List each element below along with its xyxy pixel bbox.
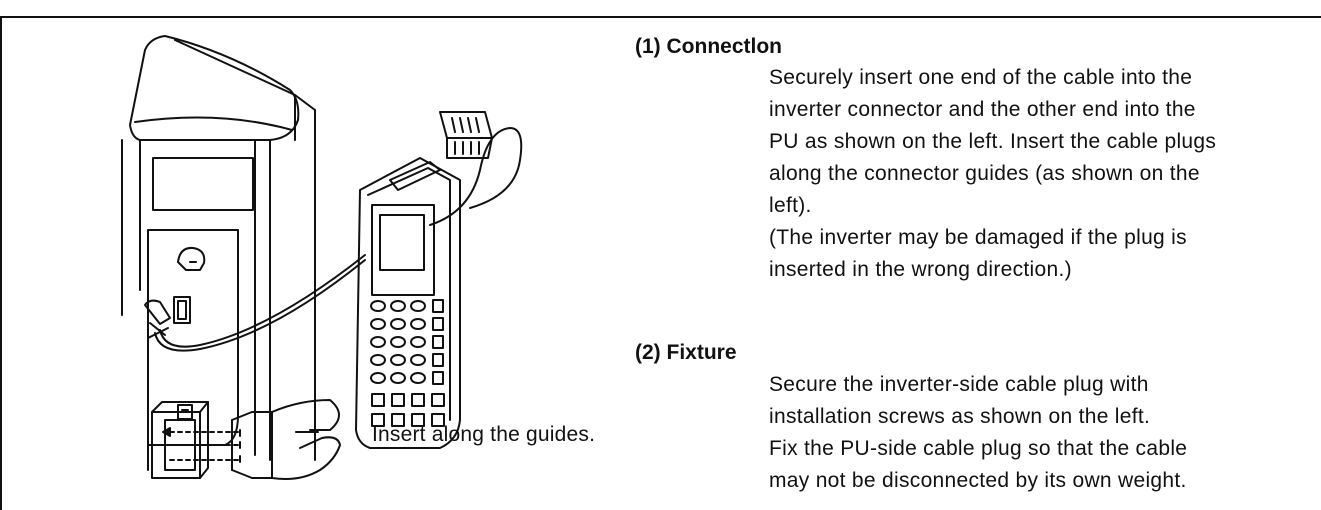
inverter-illustration — [121, 35, 523, 480]
body-line: PU as shown on the left. Insert the cabl… — [769, 130, 1217, 153]
guide-caption: Insert along the guides. — [372, 423, 596, 446]
frame-left-border — [0, 16, 2, 510]
body-line: inserted in the wrong direction.) — [769, 258, 1072, 281]
cable — [159, 254, 366, 348]
body-line: (The inverter may be damaged if the plug… — [769, 226, 1187, 249]
section-fixture-title: (2) Fixture — [635, 341, 737, 364]
parameter-unit — [355, 157, 461, 449]
frame-top-border — [0, 16, 1321, 18]
guide-detail-diagram — [151, 399, 341, 480]
section-connection-title: (1) Connectlon — [635, 35, 782, 58]
body-line: Secure the inverter-side cable plug with — [769, 373, 1149, 396]
body-line: Securely insert one end of the cable int… — [769, 66, 1193, 89]
keypad-keys — [370, 299, 445, 427]
body-line: along the connector guides (as shown on … — [769, 162, 1200, 185]
body-line: left). — [769, 194, 812, 217]
section-connection-body: Securely insert one end of the cable int… — [769, 62, 1319, 286]
section-fixture-body: Secure the inverter-side cable plug with… — [769, 369, 1319, 497]
body-line: may not be disconnected by its own weigh… — [769, 469, 1187, 492]
body-line: installation screws as shown on the left… — [769, 405, 1151, 428]
inverter-unit — [121, 35, 316, 471]
body-line: inverter connector and the other end int… — [769, 98, 1196, 121]
pu-cable-plug — [439, 111, 493, 159]
body-line: Fix the PU-side cable plug so that the c… — [769, 437, 1188, 460]
